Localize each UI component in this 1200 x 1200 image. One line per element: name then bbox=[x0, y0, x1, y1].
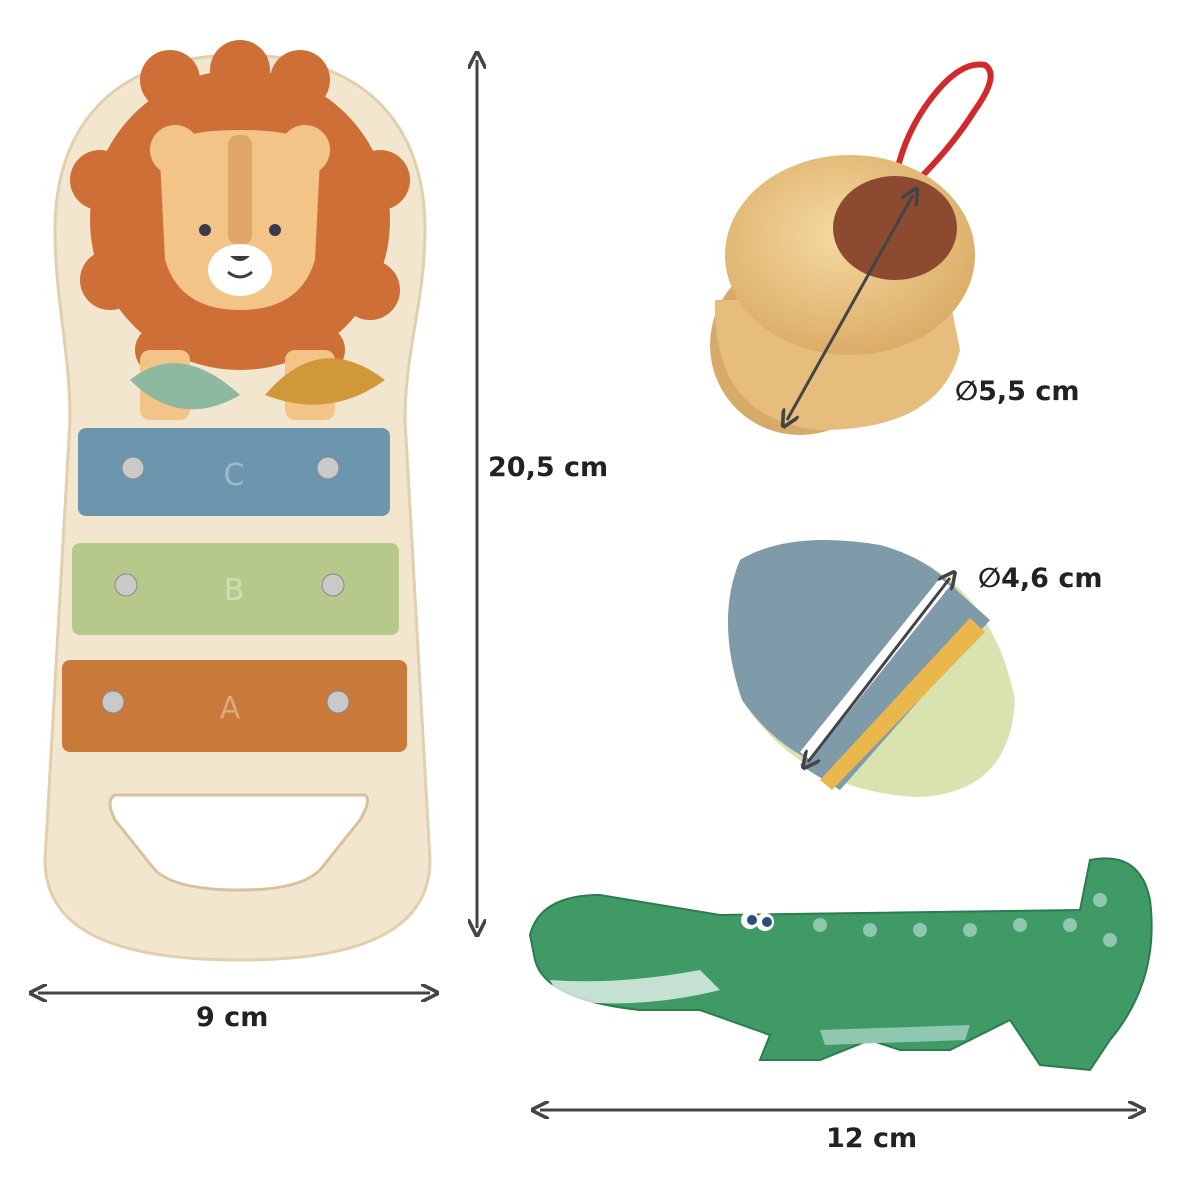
castanet-string bbox=[890, 61, 994, 193]
xylophone: C B A bbox=[43, 40, 432, 962]
bar-b-letter: B bbox=[224, 573, 245, 608]
egg-shaker bbox=[727, 540, 1015, 797]
castanet-diameter-label: ∅5,5 cm bbox=[955, 376, 1080, 407]
bar-a[interactable] bbox=[62, 660, 407, 752]
lion-illustration bbox=[70, 40, 410, 420]
castanet bbox=[710, 61, 994, 435]
xylophone-bars: C B A bbox=[62, 428, 407, 752]
xylophone-handle-hole bbox=[108, 793, 370, 892]
xylophone-width-label: 9 cm bbox=[196, 1002, 269, 1033]
crocodile-length-label: 12 cm bbox=[826, 1123, 918, 1154]
bar-c-letter: C bbox=[224, 458, 245, 493]
bar-a-letter: A bbox=[220, 691, 241, 726]
bar-b[interactable] bbox=[72, 543, 399, 635]
egg-diameter-label: ∅4,6 cm bbox=[978, 563, 1103, 594]
castanet-diameter-arrow bbox=[787, 195, 913, 420]
xylophone-height-label: 20,5 cm bbox=[488, 452, 609, 483]
bar-c[interactable] bbox=[78, 428, 390, 516]
crocodile bbox=[528, 857, 1153, 1072]
egg-diameter-arrow bbox=[808, 578, 950, 762]
